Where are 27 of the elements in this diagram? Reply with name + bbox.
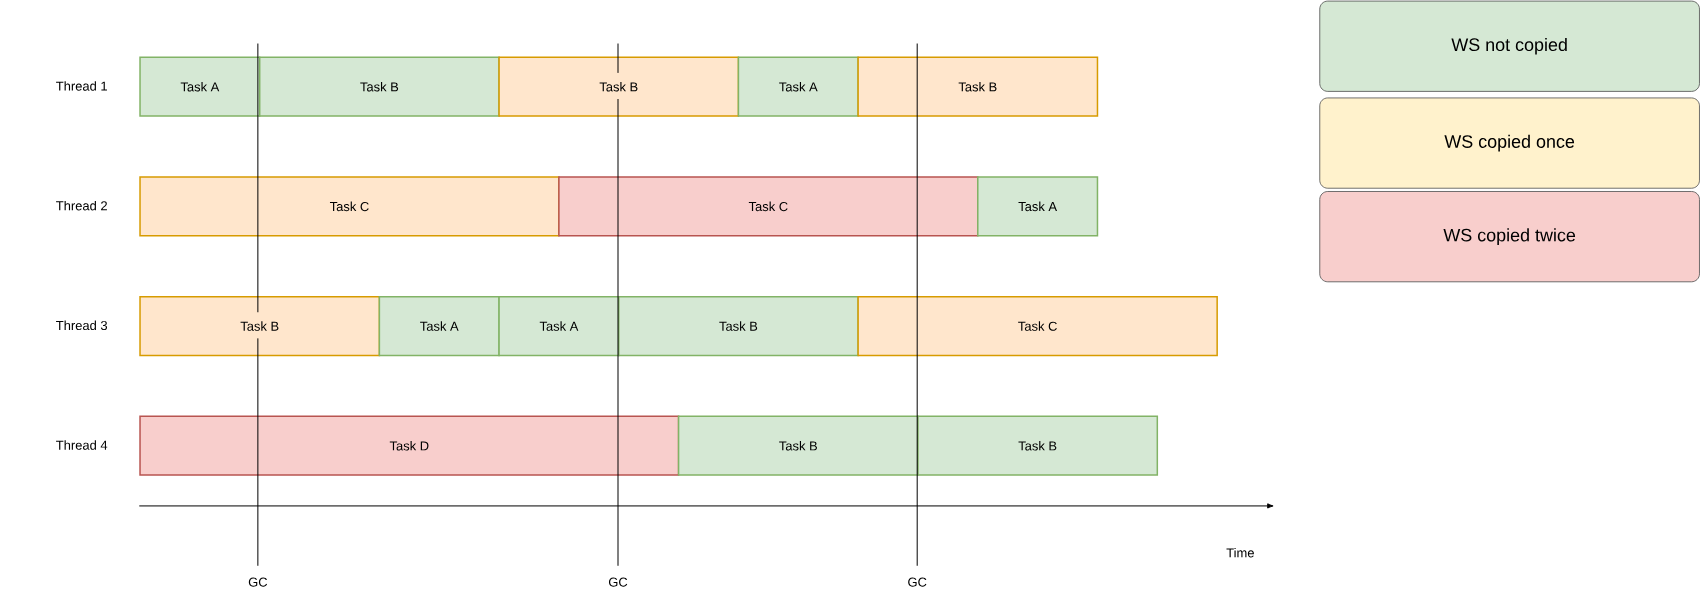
legend-box: WS not copied [1319,0,1700,92]
task-bar: Task C [857,295,1218,357]
gc-label: GC [608,577,628,587]
task-bar: Task A [378,295,500,357]
row-label: Thread 4 [56,440,108,450]
task-bar: Task B [677,415,919,476]
task-bar: Task B [258,56,500,117]
row-label: Thread 3 [56,320,108,330]
task-bar: Task B [917,415,1159,476]
task-bar: Task A [139,56,261,117]
legend-box: WS copied twice [1319,190,1700,283]
task-bar: Task B [139,295,381,357]
row-label: Thread 1 [56,81,107,91]
task-bar: Task C [139,176,560,237]
gc-label: GC [248,577,268,587]
task-bar: Task B [498,56,740,117]
task-bar: Task D [139,415,680,476]
gc-label: GC [908,577,927,587]
task-bar: Task B [857,56,1099,117]
task-bar: Task A [737,56,859,117]
legend-box: WS copied once [1319,97,1700,189]
axis-label: Time [1226,547,1254,558]
task-bar: Task A [977,176,1099,237]
task-bar: Task A [498,295,620,357]
row-label: Thread 2 [56,200,107,211]
task-bar: Task C [558,176,979,237]
task-bar: Task B [618,295,859,357]
